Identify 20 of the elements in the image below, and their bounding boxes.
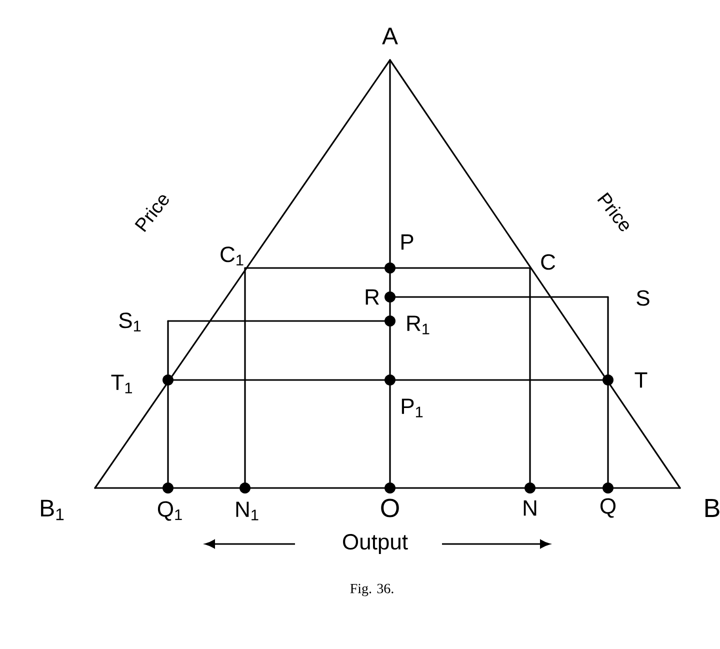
- axis-label: Output: [343, 534, 408, 554]
- point-label: P$_{1}$: [402, 398, 423, 418]
- point-label: Q$_{1}$: [158, 501, 182, 521]
- figure-caption: Fig. 36.: [350, 584, 394, 596]
- point-label: B$_{1}$: [41, 500, 64, 520]
- point-label: R: [366, 289, 379, 305]
- point-label: T: [634, 372, 648, 388]
- point-label: B: [705, 499, 720, 517]
- point-label: N$_{1}$: [236, 502, 258, 520]
- point-label: N: [524, 500, 536, 516]
- point-label: C: [541, 254, 556, 270]
- point-label: T$_{1}$: [111, 374, 132, 394]
- point-label: R$_{1}$: [407, 316, 430, 334]
- point-label: P: [401, 234, 414, 250]
- point-label: S: [636, 290, 650, 306]
- point-label: Q: [600, 498, 616, 518]
- point-label: O: [381, 498, 399, 518]
- point-label: A: [382, 28, 398, 44]
- point-label: S$_{1}$: [119, 312, 141, 332]
- point-label: C$_{1}$: [220, 246, 244, 266]
